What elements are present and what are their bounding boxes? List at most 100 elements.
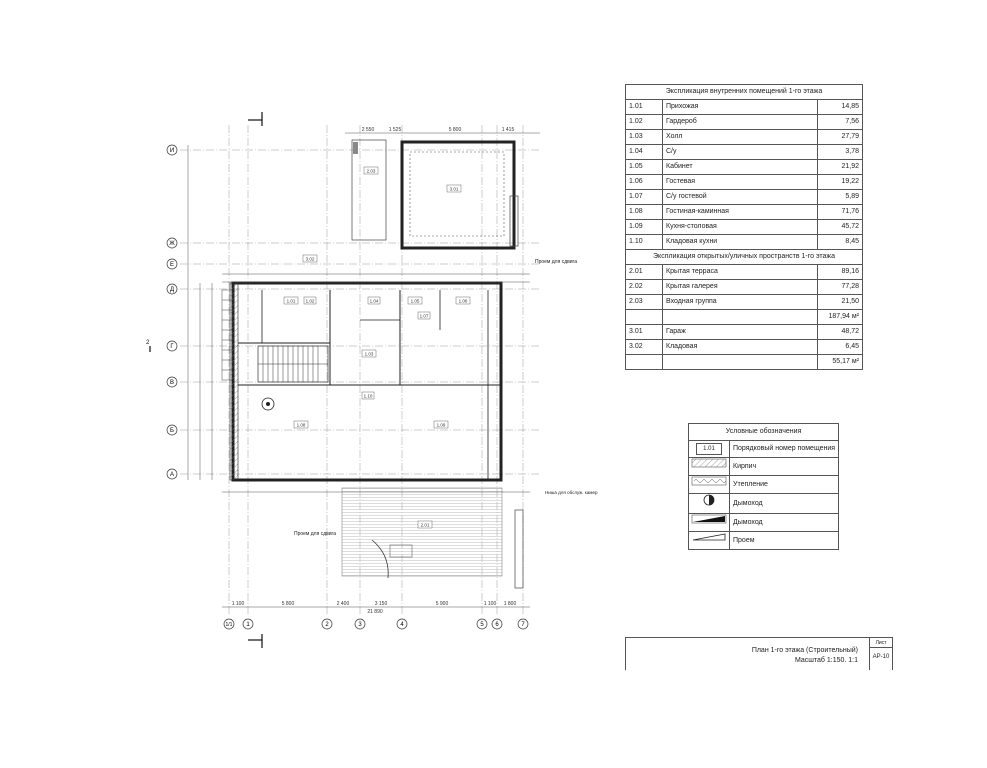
axis-label-left: Е <box>170 262 174 268</box>
legend-item: Дымоход <box>688 513 840 532</box>
title-block: План 1-го этажа (Строительный) Масштаб 1… <box>625 637 893 670</box>
chimney-block <box>353 142 358 154</box>
dimension-labels: 1 100 5 800 2 400 3 150 5 900 1 100 1 80… <box>232 127 517 615</box>
dim-bottom: 2 400 <box>337 601 350 607</box>
axis-markers-bottom: 1/1 1 2 3 4 5 6 7 <box>223 618 529 630</box>
room-tag: 3.01 <box>450 187 459 192</box>
room-number-symbol: 1.01 <box>696 443 722 455</box>
note-opening-top: Проем для сдвига <box>535 259 577 265</box>
legend-item: Утепление <box>688 475 840 494</box>
dim-top: 1 525 <box>389 127 402 133</box>
fireplace-flue <box>261 397 275 411</box>
table-row-total: 55,17 м² <box>625 354 863 370</box>
room-tag: 1.06 <box>459 299 468 304</box>
entrance-step-block <box>389 544 413 558</box>
axis-grid <box>180 125 540 615</box>
axis-label-bottom: 4 <box>400 622 404 628</box>
room-tag: 1.05 <box>411 299 420 304</box>
dimension-lines <box>187 132 540 608</box>
legend-item: Проем <box>688 531 840 550</box>
axis-label-left: В <box>170 380 174 386</box>
axis-label-bottom: 7 <box>521 622 525 628</box>
entrance-steps <box>221 289 233 381</box>
entrance-path <box>371 539 389 579</box>
dim-bottom: 5 800 <box>282 601 295 607</box>
brick-hatch-icon <box>691 458 727 468</box>
sheet-box: Лист АР-10 <box>869 638 892 670</box>
room-tag: 1.01 <box>287 299 296 304</box>
legend-item: Дымоход <box>688 493 840 514</box>
opening-icon <box>692 533 726 541</box>
dim-bottom: 1 800 <box>504 601 517 607</box>
room-tag: 1.02 <box>306 299 315 304</box>
axis-label-left: Ж <box>169 241 175 247</box>
dim-bottom: 3 150 <box>375 601 388 607</box>
dim-bottom: 1 100 <box>484 601 497 607</box>
explication-table: Экспликация внутренних помещений 1-го эт… <box>625 84 863 370</box>
garage-inner <box>409 151 505 237</box>
legend-title: Условные обозначения <box>687 423 840 441</box>
axis-label-bottom: 3 <box>358 622 362 628</box>
dim-bottom: 1 100 <box>232 601 245 607</box>
room-tag: 2.03 <box>367 169 376 174</box>
dim-top: 1 415 <box>502 127 515 133</box>
room-tag: 1.04 <box>370 299 379 304</box>
room-tag: 1.03 <box>365 352 374 357</box>
room-tag: 1.07 <box>420 314 429 319</box>
dim-top: 2 550 <box>362 127 375 133</box>
section-marks <box>149 112 263 648</box>
table-row-total: 187,94 м² <box>625 309 863 325</box>
axis-label-left: А <box>170 472 174 478</box>
axis-label-left: Д <box>170 287 174 293</box>
explication-outer-title: Экспликация открытых/уличных пространств… <box>625 249 863 265</box>
axis-label-left: Б <box>170 428 174 434</box>
sheet-label: Лист <box>875 640 887 646</box>
sheet-number: АР-10 <box>872 654 890 660</box>
walls <box>229 140 516 482</box>
terrace-area <box>341 487 503 577</box>
stairs <box>257 345 329 383</box>
room-tag: 1.09 <box>437 423 446 428</box>
axis-label-bottom: 1 <box>246 622 250 628</box>
flue-round-icon <box>703 494 715 506</box>
note-niche: Ниша для обслуж. камер <box>545 490 598 495</box>
drain-channel <box>514 509 524 589</box>
downpipe <box>509 195 519 247</box>
axis-label-left: Г <box>170 344 174 350</box>
dim-overall: 21 890 <box>367 609 383 615</box>
section-label: 2 <box>146 340 150 346</box>
axis-label-left: И <box>170 148 174 154</box>
axis-label-bottom: 6 <box>495 622 499 628</box>
gallery-column <box>351 139 387 241</box>
axis-markers-left: И Ж Е Д Г В Б А <box>166 144 178 480</box>
drawing-title: План 1-го этажа (Строительный) Масштаб 1… <box>751 647 858 664</box>
dim-top: 5 800 <box>449 127 462 133</box>
legend-item: 1.01 Порядковый номер помещения <box>688 440 840 458</box>
axis-label-bottom: 2 <box>325 622 329 628</box>
room-tags: 2.03 1.01 1.02 1.03 1.04 1.05 1.06 1.07 … <box>283 166 471 529</box>
room-tag: 2.01 <box>421 523 430 528</box>
legend-item: Кирпич <box>688 457 840 476</box>
room-tag: 3.02 <box>306 257 315 262</box>
insulation-icon <box>691 476 727 486</box>
flue-wedge-icon <box>691 514 727 524</box>
room-tag: 1.10 <box>364 394 373 399</box>
note-opening-bottom: Проем для сдвига <box>294 531 336 537</box>
legend-table: Условные обозначения 1.01 Порядковый ном… <box>687 423 840 550</box>
axis-label-bottom: 5 <box>480 622 484 628</box>
